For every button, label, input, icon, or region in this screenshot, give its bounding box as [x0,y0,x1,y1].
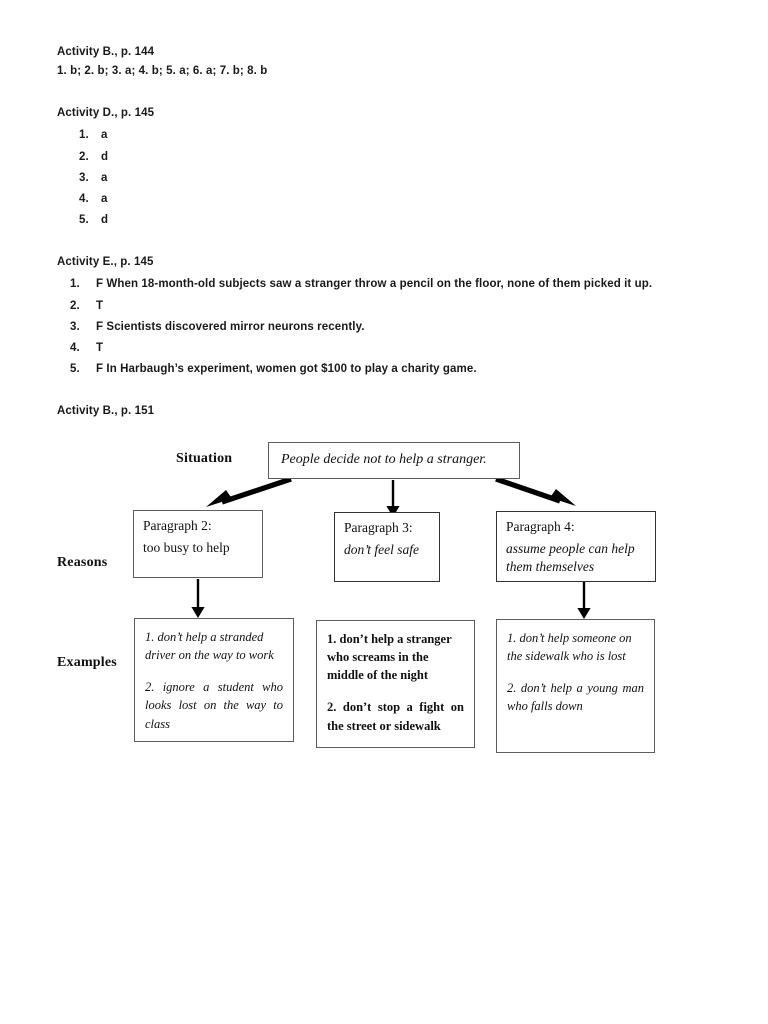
reason-body: don’t feel safe [344,541,419,557]
list-item: 2. d [57,148,697,167]
activity-d-145-heading: Activity D., p. 145 [57,106,155,119]
item-text: d [101,150,109,163]
example-item: 2. ignore a student who looks lost on th… [145,680,283,731]
list-item: 3. F Scientists discovered mirror neuron… [57,318,697,337]
list-item: 1. F When 18-month-old subjects saw a st… [57,275,697,294]
list-item: 1. a [57,126,697,145]
item-text: a [101,129,108,142]
row-label-examples: Examples [57,655,117,670]
list-item: 4. a [57,190,697,209]
item-text: F When 18-month-old subjects saw a stran… [96,278,653,291]
item-number: 4. [70,341,80,354]
activity-e-145-list: 1. F When 18-month-old subjects saw a st… [57,275,697,378]
item-number: 2. [70,299,80,312]
situation-box: People decide not to help a stranger. [268,442,520,479]
reason-title: Paragraph 2: [143,518,212,533]
arrow-situation-to-reason-1 [206,476,292,507]
item-number: 3. [79,171,89,184]
item-text: a [101,192,108,205]
reason-box-paragraph-2: Paragraph 2: too busy to help [133,510,263,578]
activity-b-151-block: Activity B., p. 151 [57,403,697,421]
item-text: T [96,341,104,354]
item-text: d [101,213,109,226]
reason-title: Paragraph 3: [344,520,413,535]
activity-e-145-heading: Activity E., p. 145 [57,255,154,268]
activity-b-144-answers: 1. b; 2. b; 3. a; 4. b; 5. a; 6. a; 7. b… [57,64,268,77]
activity-d-145-block: Activity D., p. 145 1. a 2. d 3. a 4. a [57,105,697,230]
reason-box-paragraph-4: Paragraph 4: assume people can help them… [496,511,656,582]
example-item: 1. don’t help someone on the sidewalk wh… [507,631,632,664]
list-item: 4. T [57,339,697,358]
arrow-reason-3-to-examples-3 [577,582,591,619]
example-item: 1. don’t help a stranded driver on the w… [145,630,274,663]
examples-box-2: 1. don’t help a stranger who screams in … [316,620,475,748]
reason-box-paragraph-3: Paragraph 3: don’t feel safe [334,512,440,582]
list-item: 5. F In Harbaugh’s experiment, women got… [57,360,697,379]
spacer [57,95,697,105]
example-item: 2. don’t stop a fight on the street or s… [327,700,464,733]
list-item: 5. d [57,211,697,230]
item-text: F In Harbaugh’s experiment, women got $1… [96,362,477,375]
item-number: 1. [70,278,80,291]
row-label-situation: Situation [176,451,233,466]
row-label-reasons: Reasons [57,555,108,570]
arrow-situation-to-reason-3 [495,476,576,506]
example-item: 2. don’t help a young man who falls down [507,681,644,714]
item-text: T [96,299,104,312]
reason-body: too busy to help [143,539,230,555]
item-number: 5. [70,362,80,375]
item-text: F Scientists discovered mirror neurons r… [96,320,365,333]
activity-b-144-block: Activity B., p. 144 1. b; 2. b; 3. a; 4.… [57,44,697,81]
item-text: a [101,171,108,184]
spacer [57,244,697,254]
activity-d-145-list: 1. a 2. d 3. a 4. a 5. d [57,126,697,229]
example-item: 1. don’t help a stranger who screams in … [327,632,452,683]
item-number: 1. [79,129,89,142]
situation-text: People decide not to help a stranger. [281,452,487,467]
spacer [57,393,697,403]
item-number: 2. [79,150,89,163]
examples-box-3: 1. don’t help someone on the sidewalk wh… [496,619,655,753]
activity-e-145-block: Activity E., p. 145 1. F When 18-month-o… [57,254,697,379]
arrow-reason-1-to-examples-1 [191,579,205,618]
list-item: 2. T [57,297,697,316]
item-number: 3. [70,320,80,333]
item-number: 5. [79,213,89,226]
answer-key-content: Activity B., p. 144 1. b; 2. b; 3. a; 4.… [57,44,697,434]
reason-body: assume people can help them themselves [506,540,635,574]
activity-b-144-heading: Activity B., p. 144 [57,46,155,58]
activity-b-151-heading: Activity B., p. 151 [57,404,155,417]
list-item: 3. a [57,169,697,188]
item-number: 4. [79,192,89,205]
concept-map-diagram: Situation Reasons Examples People decide… [0,424,768,784]
reason-title: Paragraph 4: [506,519,575,534]
examples-box-1: 1. don’t help a stranded driver on the w… [134,618,294,742]
